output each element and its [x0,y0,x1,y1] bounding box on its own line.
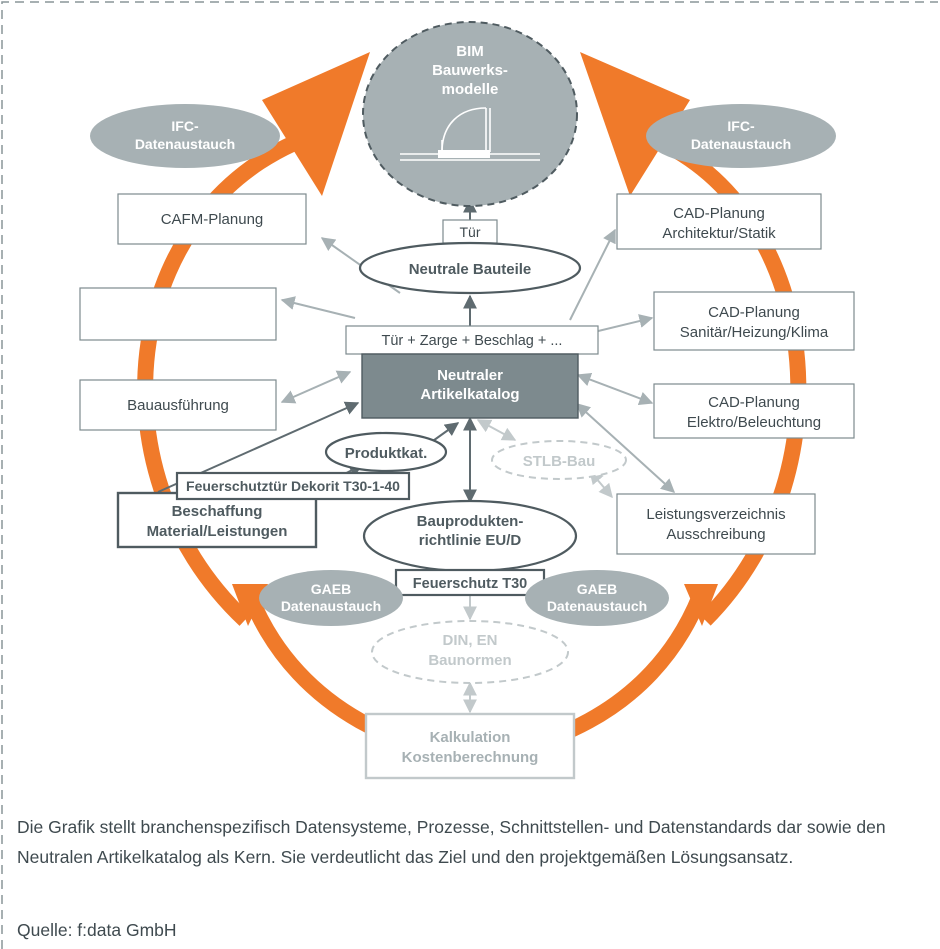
svg-text:Datenaustauch: Datenaustauch [281,598,381,614]
tuer-box: Tür [442,219,498,244]
svg-text:Feuerschutztür Dekorit T30-1-4: Feuerschutztür Dekorit T30-1-40 [186,478,400,494]
svg-text:Kostenberechnung: Kostenberechnung [402,749,539,766]
bim-label-2: Bauwerks- [432,62,508,79]
svg-text:CAFM-Planung: CAFM-Planung [161,211,264,228]
svg-text:Feuerschutz T30: Feuerschutz T30 [413,576,527,592]
arrow-to-cad-elektro [576,372,654,406]
katalog-node: Neutraler Artikelkatalog [361,353,579,419]
svg-text:Kalkulation: Kalkulation [430,729,511,746]
stlb-node: STLB-Bau [491,440,627,480]
arrow-to-cad-shk [589,314,654,334]
svg-text:Elektro/Beleuchtung: Elektro/Beleuchtung [687,414,821,431]
cad-arch-box: CAD-Planung Architektur/Statik [616,193,822,250]
gaeb-right-node: GAEB Datenaustauch [525,570,669,626]
din-node: DIN, EN Baunormen [371,620,569,684]
produktkat-node: Produktkat. [324,431,448,473]
arrow-to-bauausfuehrung [280,370,352,404]
svg-text:Artikelkatalog: Artikelkatalog [420,386,519,403]
svg-text:CAD-Planung: CAD-Planung [708,394,800,411]
tuer-combo-box: Tür + Zarge + Beschlag + ... [345,325,599,355]
arrow-to-lv [575,403,676,493]
svg-text:Produktkat.: Produktkat. [345,445,428,462]
feuerschutztuer-box: Feuerschutztür Dekorit T30-1-40 [175,471,411,501]
svg-text:IFC-: IFC- [171,118,199,134]
svg-text:Datenaustauch: Datenaustauch [547,598,647,614]
orange-arrowhead-bottom-left [232,584,268,626]
empty-box [79,287,277,341]
cafm-box: CAFM-Planung [117,193,307,245]
arrow-to-empty-box [280,296,356,319]
arrow-stlb-katalog [476,419,517,441]
caption-text: Die Grafik stellt branchenspezifisch Dat… [17,817,886,867]
svg-text:Beschaffung: Beschaffung [172,503,263,520]
svg-text:Tür + Zarge + Beschlag + ...: Tür + Zarge + Beschlag + ... [382,333,563,349]
ifc-right-node: IFC- Datenaustauch [646,104,836,168]
bim-label-1: BIM [456,43,484,60]
svg-text:CAD-Planung: CAD-Planung [708,304,800,321]
svg-text:Tür: Tür [460,224,481,240]
orange-arrowheads [232,52,718,626]
beschaffung-box: Beschaffung Material/Leistungen [116,491,318,549]
svg-text:Neutrale Bauteile: Neutrale Bauteile [409,261,532,278]
orange-arrowhead-right-top [580,52,690,196]
svg-text:Baunormen: Baunormen [428,652,511,669]
svg-text:GAEB: GAEB [577,581,617,597]
feuerschutz-t30-box: Feuerschutz T30 [394,568,546,597]
svg-text:Bauprodukten-: Bauprodukten- [417,513,524,530]
door-symbol-icon [400,107,540,161]
orange-arc-left-top [137,122,333,626]
svg-text:DIN, EN: DIN, EN [442,632,497,649]
cad-elektro-box: CAD-Planung Elektro/Beleuchtung [653,383,855,439]
svg-text:Bauausführung: Bauausführung [127,397,229,414]
kalkulation-box: Kalkulation Kostenberechnung [364,712,576,780]
orange-arrowhead-bottom-right [684,584,718,626]
bim-node: BIM Bauwerks- modelle [362,21,578,207]
gaeb-left-node: GAEB Datenaustauch [259,570,403,626]
ifc-left-node: IFC- Datenaustauch [90,104,280,168]
svg-text:Datenaustauch: Datenaustauch [135,136,235,152]
connector-arrows [280,228,676,493]
svg-text:Neutraler: Neutraler [437,367,503,384]
svg-text:IFC-: IFC- [727,118,755,134]
arrow-to-cad-arch [569,228,616,321]
svg-text:GAEB: GAEB [311,581,351,597]
svg-text:richtlinie EU/D: richtlinie EU/D [419,532,522,549]
svg-text:Material/Leistungen: Material/Leistungen [147,523,288,540]
svg-text:Sanitär/Heizung/Klima: Sanitär/Heizung/Klima [680,324,829,341]
svg-text:STLB-Bau: STLB-Bau [523,453,596,470]
orange-arrowhead-left-top [262,52,370,196]
svg-text:Datenaustauch: Datenaustauch [691,136,791,152]
svg-text:CAD-Planung: CAD-Planung [673,205,765,222]
bauprodukten-node: Bauprodukten- richtlinie EU/D [362,499,578,573]
svg-text:Ausschreibung: Ausschreibung [666,526,765,543]
diagram: BIM Bauwerks- modelle IFC- Datenaustauch… [79,21,855,780]
bauausfuehrung-box: Bauausführung [79,379,277,431]
cad-shk-box: CAD-Planung Sanitär/Heizung/Klima [653,291,855,351]
caption-source: Quelle: f:data GmbH [17,920,177,940]
svg-text:Architektur/Statik: Architektur/Statik [662,225,776,242]
lv-box: Leistungsverzeichnis Ausschreibung [616,493,816,555]
neutrale-bauteile-node: Neutrale Bauteile [358,241,582,295]
bim-label-3: modelle [442,81,499,98]
svg-text:Leistungsverzeichnis: Leistungsverzeichnis [646,506,785,523]
